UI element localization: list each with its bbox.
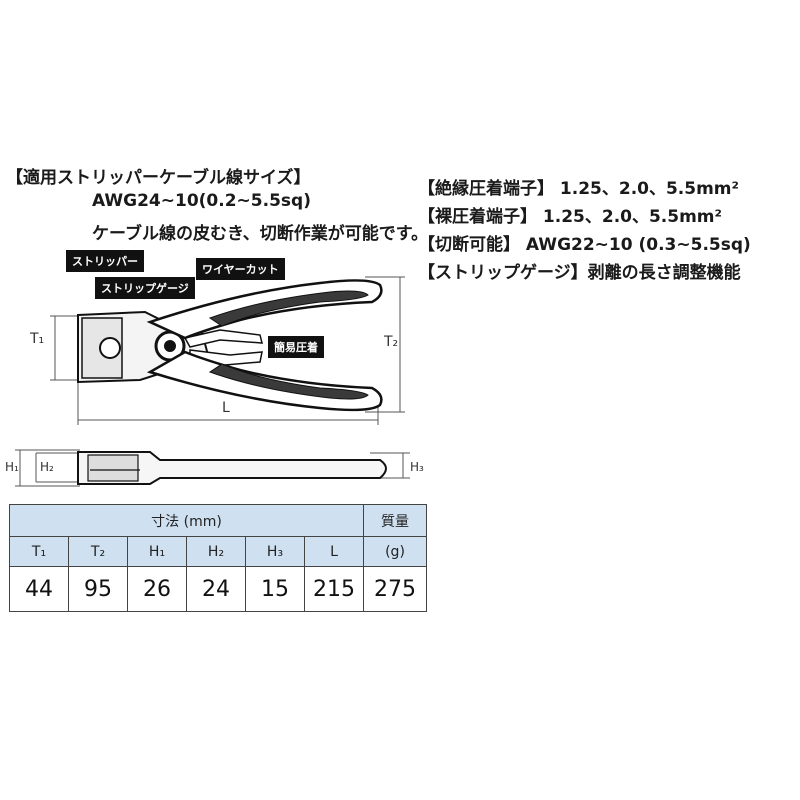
col-header-h1: H₁ xyxy=(127,536,187,567)
stripper-description: ケーブル線の皮むき、切断作業が可能です。 xyxy=(92,224,429,244)
value-t2: 95 xyxy=(68,566,128,612)
col-header-t1: T₁ xyxy=(9,536,69,567)
value-h3: 15 xyxy=(245,566,305,612)
dim-label-l: L xyxy=(222,400,230,416)
col-header-l: L xyxy=(304,536,364,567)
value-l: 215 xyxy=(304,566,364,612)
value-h1: 26 xyxy=(127,566,187,612)
spec-table: 寸法 (mm) 質量 T₁ T₂ H₁ H₂ H₃ L (g) 44 95 26… xyxy=(9,504,427,612)
col-header-h2: H₂ xyxy=(186,536,246,567)
col-header-t2: T₂ xyxy=(68,536,128,567)
upper-handle-shape xyxy=(146,279,383,340)
dim-label-h1: H₁ xyxy=(5,460,19,474)
callout-strip-gauge: ストリップゲージ xyxy=(95,277,195,299)
dim-label-h3: H₃ xyxy=(410,460,424,474)
weight-header: 質量 xyxy=(363,504,427,537)
stripper-spec-title: 【適用ストリッパーケーブル線サイズ】 xyxy=(6,168,311,188)
value-t1: 44 xyxy=(9,566,69,612)
dim-label-t1: T₁ xyxy=(30,331,45,347)
bare-terminal-spec: 【裸圧着端子】 1.25、2.0、5.5mm² xyxy=(418,207,722,227)
dim-label-t2: T₂ xyxy=(384,334,399,350)
lower-handle-shape xyxy=(146,350,383,412)
callout-stripper: ストリッパー xyxy=(66,250,144,272)
dim-label-h2: H₂ xyxy=(40,460,54,474)
insulated-terminal-spec: 【絶縁圧着端子】 1.25、2.0、5.5mm² xyxy=(418,179,739,199)
col-header-h3: H₃ xyxy=(245,536,305,567)
cutting-capacity-spec: 【切断可能】 AWG22~10 (0.3~5.5sq) xyxy=(418,235,751,255)
strip-gauge-spec: 【ストリップゲージ】剥離の長さ調整機能 xyxy=(418,263,741,283)
callout-wire-cut: ワイヤーカット xyxy=(196,258,285,280)
weight-unit: (g) xyxy=(363,536,427,567)
stripper-awg-range: AWG24~10(0.2~5.5sq) xyxy=(92,191,311,211)
value-weight: 275 xyxy=(363,566,427,612)
callout-easy-crimp: 簡易圧着 xyxy=(268,336,324,358)
value-h2: 24 xyxy=(186,566,246,612)
dimension-group-header: 寸法 (mm) xyxy=(9,504,364,537)
tool-side-view xyxy=(15,449,410,487)
